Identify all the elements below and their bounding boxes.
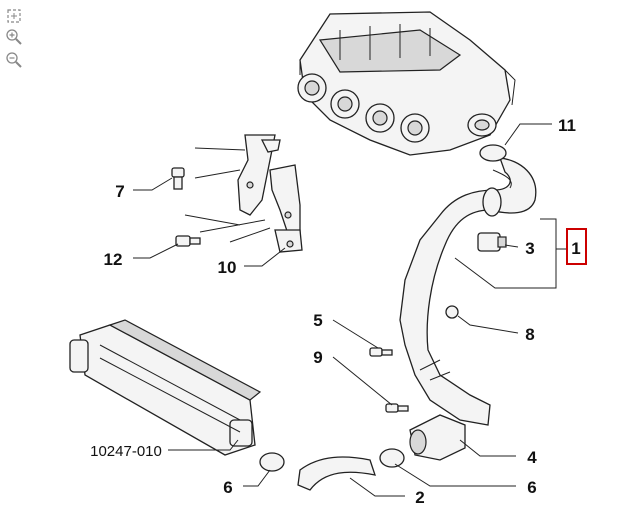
callout-1[interactable]: 1 [571, 239, 580, 258]
selected-callout-box [566, 228, 587, 265]
callout-6-right[interactable]: 6 [527, 478, 536, 497]
zoom-out-icon[interactable] [4, 50, 24, 70]
bracket-assembly [184, 134, 303, 253]
bolt-5 [369, 347, 393, 357]
intake-manifold [297, 11, 516, 156]
zoom-in-icon[interactable] [4, 27, 24, 47]
intercooler [69, 319, 262, 456]
bolt-7 [171, 167, 185, 190]
fitting-4 [409, 414, 466, 461]
clamp-6-left [259, 452, 285, 472]
callout-10[interactable]: 10 [218, 258, 237, 277]
plug-8 [445, 305, 459, 319]
bolt-12 [175, 235, 201, 247]
callout-9[interactable]: 9 [313, 348, 322, 367]
callout-4[interactable]: 4 [527, 448, 537, 467]
clamp-6-right [379, 448, 405, 468]
hose-1 [399, 157, 537, 426]
callout-12[interactable]: 12 [104, 250, 123, 269]
sensor-3 [477, 232, 507, 252]
callout-6-left[interactable]: 6 [223, 478, 232, 497]
leader-lines [133, 123, 566, 497]
callout-8[interactable]: 8 [525, 325, 534, 344]
callout-7[interactable]: 7 [115, 182, 124, 201]
bolt-9 [385, 403, 409, 413]
callout-intercooler[interactable]: 10247-010 [90, 443, 162, 460]
callout-2[interactable]: 2 [415, 488, 424, 507]
callout-11[interactable]: 11 [558, 116, 576, 135]
hose-2 [297, 456, 376, 491]
callout-3[interactable]: 3 [525, 239, 534, 258]
callout-5[interactable]: 5 [313, 311, 322, 330]
clamp-11 [479, 144, 507, 162]
fit-screen-icon[interactable] [4, 6, 24, 26]
